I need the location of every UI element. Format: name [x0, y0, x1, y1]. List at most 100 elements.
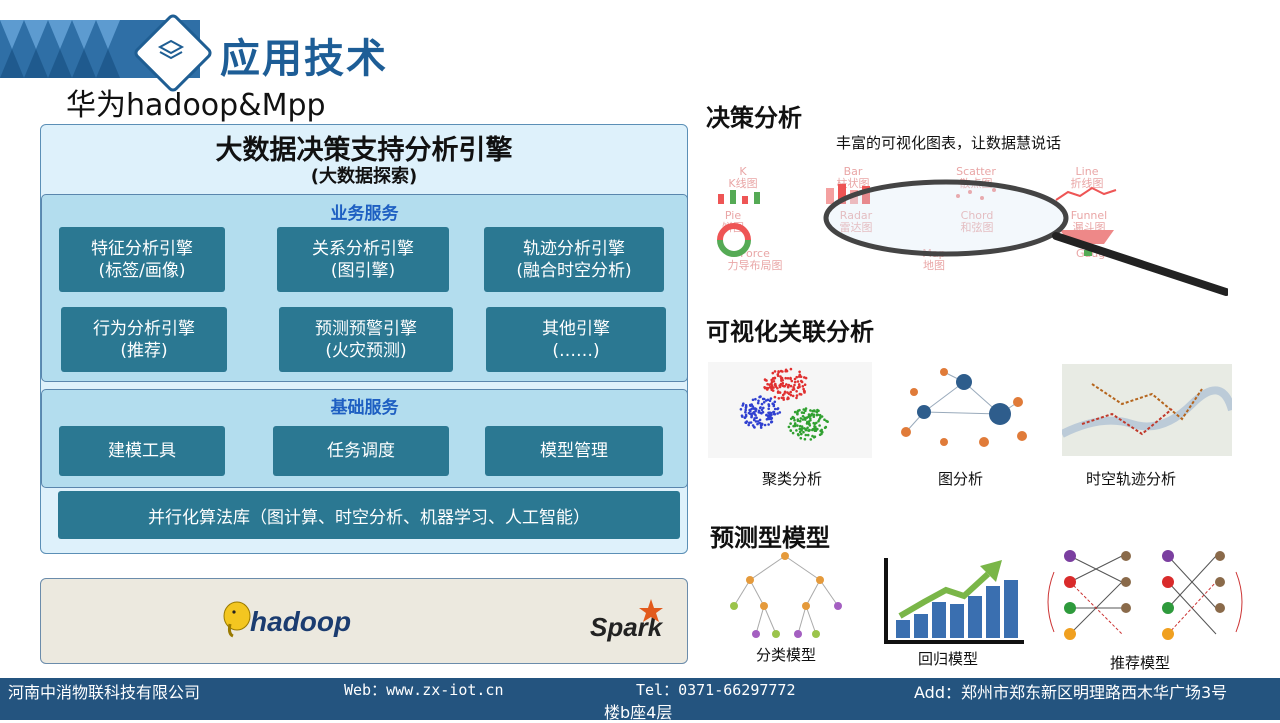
chart-type-en: Radar [826, 210, 886, 222]
cluster-point [796, 418, 800, 421]
cluster-point [818, 424, 821, 427]
cluster-point [739, 408, 743, 411]
cluster-point [776, 374, 780, 378]
cluster-point [777, 397, 781, 400]
cluster-point [759, 426, 763, 429]
forecast-engine-tile[interactable]: 预测预警引擎 (火灾预测) [279, 307, 453, 372]
cluster-point [773, 412, 777, 416]
cluster-point [796, 412, 799, 415]
cluster-point [804, 428, 808, 432]
trajectory-analysis-label: 时空轨迹分析 [1086, 470, 1177, 488]
task-scheduling-tile[interactable]: 任务调度 [273, 426, 449, 476]
cluster-point [760, 408, 764, 412]
cluster-point [776, 387, 779, 390]
cluster-point [791, 394, 795, 398]
cluster-point [754, 397, 757, 401]
chart-type-en: Scatter [956, 165, 996, 178]
algorithm-library-bar[interactable]: 并行化算法库（图计算、时空分析、机器学习、人工智能） [58, 491, 680, 539]
cluster-point [803, 376, 806, 379]
cluster-point [796, 380, 800, 383]
cluster-point [780, 376, 784, 380]
cluster-point [758, 421, 761, 425]
cluster-point [766, 386, 770, 390]
cluster-analysis-label: 聚类分析 [762, 470, 823, 488]
cluster-point [793, 423, 797, 426]
cluster-point [751, 398, 755, 402]
cluster-point [772, 380, 776, 383]
tile-title: 预测预警引擎 [315, 318, 417, 339]
tile-subtitle: (融合时空分析) [516, 260, 632, 281]
chart-type-en: Force [740, 247, 770, 260]
cluster-point [798, 419, 802, 423]
cluster-point [801, 418, 805, 421]
cluster-point [740, 414, 744, 417]
cluster-point [795, 429, 798, 432]
cluster-point [809, 409, 812, 412]
cluster-point [789, 367, 793, 371]
cluster-point [745, 420, 749, 423]
relation-engine-tile[interactable]: 关系分析引擎 (图引擎) [277, 227, 449, 292]
cluster-point [776, 391, 780, 394]
cluster-point [793, 418, 796, 422]
architecture-title: 大数据决策支持分析引擎 [215, 135, 513, 166]
cluster-point [785, 383, 788, 386]
chart-type-zh: 雷达图 [826, 222, 886, 234]
chart-type-zh: 地图 [923, 259, 945, 272]
cluster-point [741, 404, 744, 407]
trajectory-engine-tile[interactable]: 轨迹分析引擎 (融合时空分析) [484, 227, 664, 292]
cluster-point [757, 409, 761, 413]
cluster-point [789, 384, 793, 388]
cluster-point [773, 395, 777, 399]
chart-type-en: Line [1075, 165, 1099, 178]
cluster-point [826, 420, 829, 423]
cluster-point [811, 428, 814, 432]
cluster-point [764, 399, 768, 402]
cluster-point [804, 433, 808, 437]
cluster-point [779, 384, 782, 387]
cluster-point [800, 411, 804, 414]
chart-type-zh: K线图 [728, 177, 758, 190]
cluster-point [782, 398, 785, 401]
cluster-point [800, 432, 803, 436]
cluster-point [820, 415, 824, 418]
cluster-point [798, 430, 802, 434]
cluster-point [758, 418, 762, 422]
chart-type-line: Line 折线图 [1052, 166, 1122, 190]
trajectory-map-thumbnail [1062, 364, 1232, 456]
other-engine-tile[interactable]: 其他引擎 (……) [486, 307, 666, 372]
cluster-point [791, 388, 795, 391]
cluster-point [818, 413, 822, 417]
cluster-point [809, 438, 813, 441]
cluster-point [795, 394, 799, 397]
cluster-point [818, 433, 822, 437]
cluster-point [754, 420, 758, 423]
cluster-point [767, 403, 770, 406]
cluster-point [771, 371, 775, 375]
cluster-point [768, 385, 772, 389]
chart-type-zh: 和弦图 [942, 222, 1012, 234]
cluster-point [783, 392, 786, 395]
chart-type-en: Pie [724, 209, 742, 222]
cluster-point [793, 380, 797, 384]
cluster-point [796, 424, 799, 427]
modeling-tool-tile[interactable]: 建模工具 [59, 426, 225, 476]
cluster-point [798, 427, 801, 431]
cluster-point [751, 405, 755, 408]
cluster-point [758, 395, 761, 399]
cluster-point [789, 429, 792, 432]
feature-engine-tile[interactable]: 特征分析引擎 (标签/画像) [59, 227, 225, 292]
footer-website[interactable]: Web：www.zx-iot.cn [344, 681, 504, 699]
cluster-scatter-thumbnail [708, 362, 872, 458]
cluster-point [808, 424, 812, 427]
chart-type-en: Funnel [1070, 209, 1108, 222]
layers-icon [157, 39, 185, 60]
model-management-tile[interactable]: 模型管理 [485, 426, 663, 476]
chart-type-radar: Radar 雷达图 [826, 210, 886, 234]
cluster-point [769, 397, 773, 400]
footer-address-line2: 楼b座4层 [604, 703, 673, 722]
cluster-point [815, 413, 819, 417]
cluster-point [792, 416, 796, 420]
graph-network-thumbnail [901, 368, 1027, 447]
tile-title: 行为分析引擎 [93, 318, 195, 339]
behavior-engine-tile[interactable]: 行为分析引擎 (推荐) [61, 307, 227, 372]
